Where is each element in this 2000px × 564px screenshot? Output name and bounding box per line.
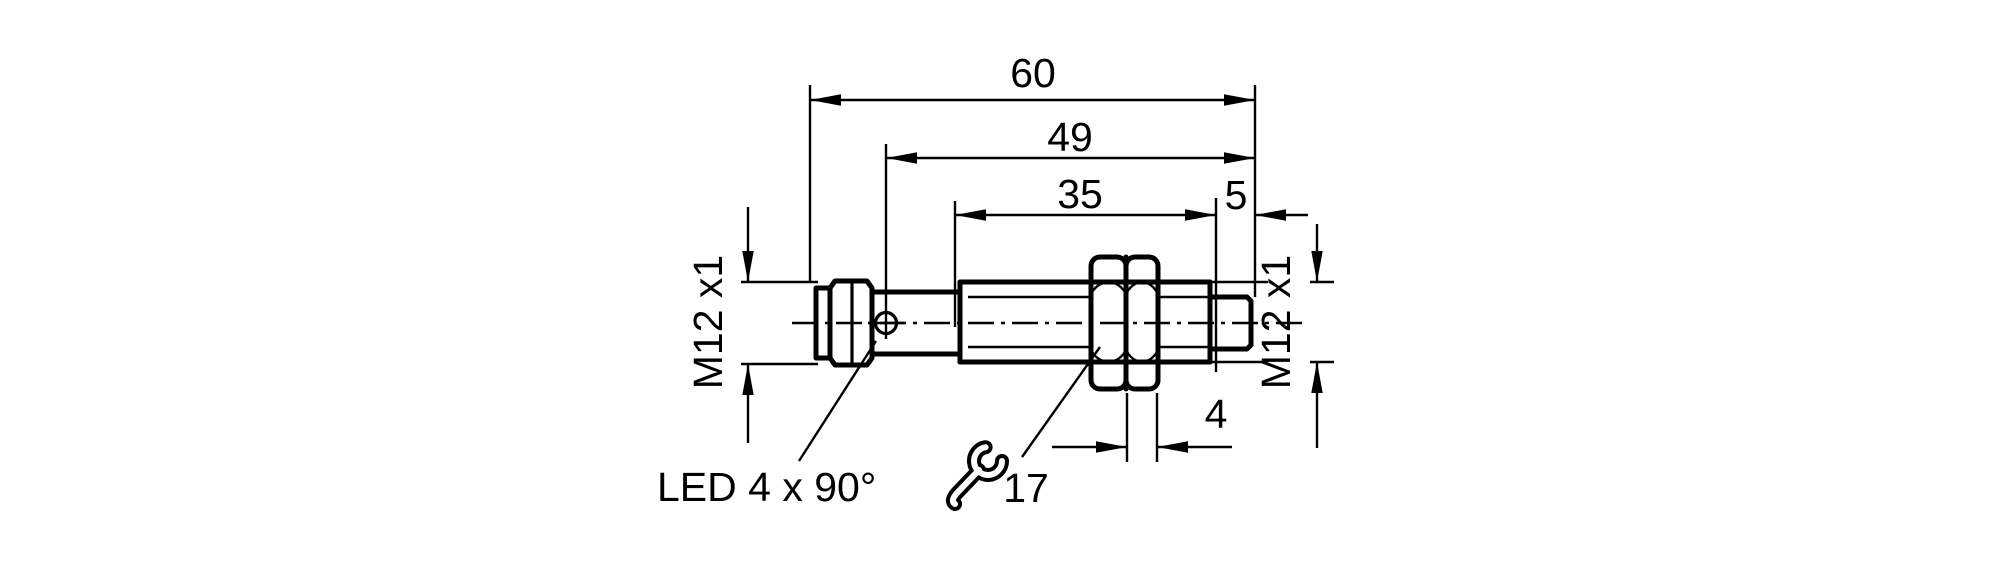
wrench-fill [949, 444, 1005, 507]
dim-label-35: 35 [1057, 171, 1103, 217]
dim-label-49: 49 [1047, 114, 1093, 160]
thread-callout-left [741, 207, 818, 443]
extension-lines [808, 85, 1257, 462]
hex-nuts [1088, 254, 1161, 392]
led-label: LED 4 x 90° [657, 464, 876, 510]
led-leader-line [797, 340, 878, 462]
wrench-icon [945, 440, 1009, 511]
dim-label-60: 60 [1010, 50, 1056, 96]
sensing-tip [1207, 294, 1254, 352]
nut-chamfer-arcs-top [1089, 281, 1160, 295]
thread-callout-right [1212, 224, 1334, 448]
connector-end-ring [813, 285, 833, 361]
wrench-leader-line [1021, 346, 1101, 458]
dim-label-5: 5 [1225, 172, 1248, 218]
thread-label-left: M12 x1 [685, 255, 731, 389]
dim-label-4: 4 [1205, 391, 1228, 437]
thread-label-right: M12 x1 [1253, 255, 1299, 389]
nut-chamfer-arcs-bottom [1089, 349, 1160, 363]
dimension-lines [810, 94, 1308, 453]
wrench-size-label: 17 [1003, 465, 1049, 511]
connector-block [827, 278, 875, 368]
